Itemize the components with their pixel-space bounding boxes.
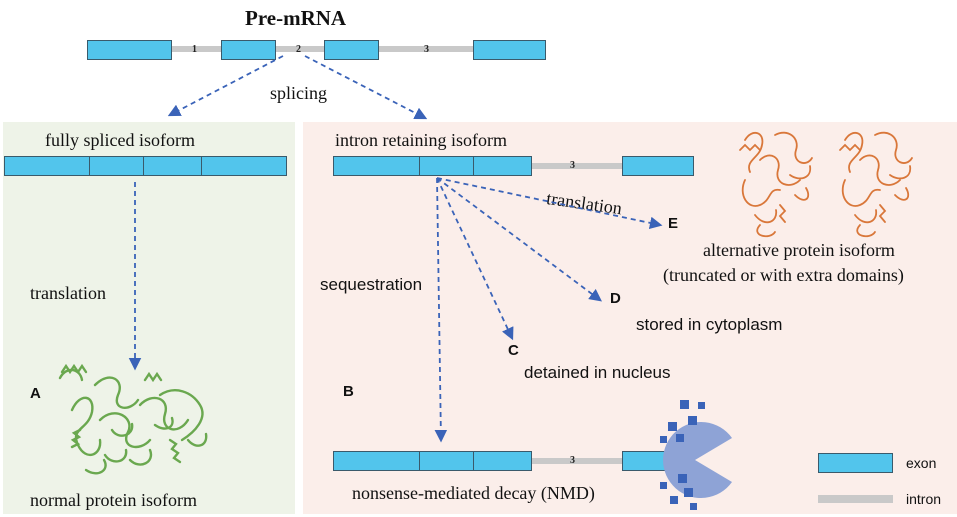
intron-2 <box>275 46 325 52</box>
splicing-label: splicing <box>270 83 327 103</box>
panel-letter-b: B <box>343 383 354 400</box>
exon-3 <box>324 40 379 60</box>
legend-intron-label: intron <box>906 491 942 507</box>
exon-1 <box>87 40 172 60</box>
legend-exon-label: exon <box>906 455 937 471</box>
alternative-protein-icon-1 <box>739 131 813 238</box>
intron-1 <box>170 46 222 52</box>
panel-letter-c: C <box>508 342 519 359</box>
nmd-label: nonsense-mediated decay (NMD) <box>352 483 595 503</box>
splicing-arrow-left <box>167 55 284 117</box>
sequestration-label: sequestration <box>320 275 423 294</box>
nmd-exon-3 <box>473 451 532 471</box>
legend-intron-swatch <box>818 495 893 503</box>
stored-in-cytoplasm-label: stored in cytoplasm <box>636 315 783 334</box>
arrow-to-c <box>436 177 514 341</box>
panel-a-background <box>3 122 295 514</box>
intron-retaining-isoform-label: intron retaining isoform <box>335 130 507 150</box>
fully-spliced-isoform-label: fully spliced isoform <box>45 130 195 150</box>
retained-intron-number: 3 <box>570 160 575 171</box>
intron-number-3: 3 <box>424 44 429 55</box>
splicing-arrow-right <box>304 55 428 120</box>
alternative-protein-icon-2 <box>839 131 913 238</box>
intron-number-1: 1 <box>192 44 197 55</box>
diagram-title: Pre-mRNA <box>245 6 347 30</box>
legend-exon-swatch <box>818 453 893 473</box>
nmd-intron <box>530 458 623 464</box>
intron-number-2: 2 <box>296 44 301 55</box>
normal-protein-icon <box>58 363 208 475</box>
arrow-to-e <box>436 177 663 230</box>
ir-exon-3 <box>473 156 532 176</box>
translation-label-a: translation <box>30 283 106 303</box>
alternative-protein-label-line2: (truncated or with extra domains) <box>663 265 904 285</box>
alternative-protein-label-line1: alternative protein isoform <box>703 240 895 260</box>
sequestration-arrow <box>434 177 448 443</box>
normal-protein-label: normal protein isoform <box>30 490 197 510</box>
panel-letter-e: E <box>668 215 679 232</box>
intron-3 <box>378 46 474 52</box>
nmd-degradation-icon <box>663 422 732 498</box>
panel-b-background <box>303 122 957 514</box>
arrow-to-d <box>436 177 603 302</box>
retained-intron <box>530 163 623 169</box>
panel-letter-d: D <box>610 290 621 307</box>
exon-2 <box>221 40 276 60</box>
mrna-fragments <box>660 400 705 510</box>
detained-in-nucleus-label: detained in nucleus <box>524 363 671 382</box>
nmd-intron-number: 3 <box>570 455 575 466</box>
exon-4 <box>473 40 546 60</box>
panel-letter-a: A <box>30 385 41 402</box>
spliced-exon-4 <box>201 156 287 176</box>
ir-exon-4 <box>622 156 694 176</box>
